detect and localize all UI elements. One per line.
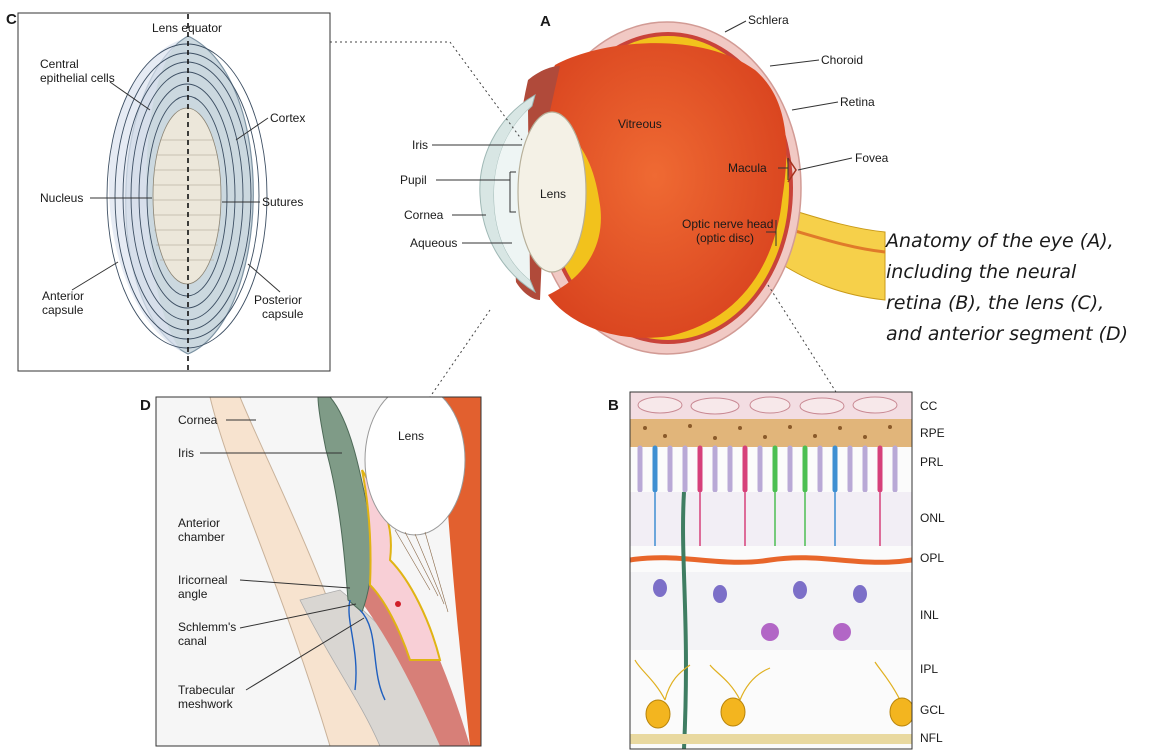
label-layer-rpe: RPE [920,426,945,440]
label-lens-a: Lens [540,187,566,201]
caption-line-2: including the neural [886,257,1154,288]
label-anterior-capsule-1: Anterior [42,289,84,303]
label-aqueous: Aqueous [410,236,457,250]
leader-schlera [725,21,746,32]
label-trabecular-meshwork-2: meshwork [178,697,234,711]
label-posterior-capsule-1: Posterior [254,293,302,307]
connector-d [430,310,490,397]
leader-fovea [798,158,852,170]
lens-c-nucleus [153,108,221,284]
label-choroid: Choroid [821,53,863,67]
label-optic-nerve-head-1: Optic nerve head [682,217,773,231]
caption-line-3: retina (B), the lens (C), [886,288,1154,319]
panel-b: B [608,392,945,749]
panel-c: C Lens equator Central epithelial cells … [6,11,330,371]
label-layer-nfl: NFL [920,731,943,745]
label-pupil: Pupil [400,173,427,187]
label-iris-d: Iris [178,446,194,460]
label-anterior-chamber-2: chamber [178,530,225,544]
label-sutures: Sutures [262,195,303,209]
label-schlemms-canal-1: Schlemm's [178,620,236,634]
label-layer-ipl: IPL [920,662,938,676]
connector-c [330,42,522,140]
caption-line-4: and anterior segment (D) [886,319,1154,350]
label-fovea: Fovea [855,151,889,165]
label-macula: Macula [728,161,767,175]
layer-rpe-band [630,419,912,447]
label-central-epithelial-1: Central [40,57,79,71]
label-cornea-d: Cornea [178,413,218,427]
connector-b [768,285,836,392]
label-layer-cc: CC [920,399,938,413]
label-layer-gcl: GCL [920,703,945,717]
label-retina: Retina [840,95,875,109]
lens-d [365,385,465,535]
leader-retina [792,102,838,110]
label-central-epithelial-2: epithelial cells [40,71,115,85]
label-iricorneal-angle-1: Iricorneal [178,573,227,587]
panel-b-letter: B [608,397,619,414]
label-layer-prl: PRL [920,455,944,469]
panel-d: D Cornea Lens Iris Anterior chamber Iric… [140,385,481,746]
panel-a-letter: A [540,13,551,30]
canal-dot [395,601,401,607]
label-lens-d: Lens [398,429,424,443]
label-layer-inl: INL [920,608,939,622]
label-layer-onl: ONL [920,511,945,525]
figure-caption: Anatomy of the eye (A), including the ne… [886,226,1154,350]
label-anterior-chamber-1: Anterior [178,516,220,530]
label-iris: Iris [412,138,428,152]
leader-choroid [770,60,819,66]
panel-d-letter: D [140,397,151,414]
caption-line-1: Anatomy of the eye (A), [886,226,1154,257]
label-schlera: Schlera [748,13,789,27]
panel-a: A Schlera Choroid Retina Vitreous Macula… [330,13,889,397]
label-cortex: Cortex [270,111,305,125]
panel-c-letter: C [6,11,17,28]
label-anterior-capsule-2: capsule [42,303,84,317]
label-nucleus: Nucleus [40,191,83,205]
label-schlemms-canal-2: canal [178,634,207,648]
label-posterior-capsule-2: capsule [262,307,304,321]
label-vitreous: Vitreous [618,117,662,131]
layer-onl-band [630,492,912,546]
label-trabecular-meshwork-1: Trabecular [178,683,235,697]
layer-nfl-band [630,734,912,744]
label-iricorneal-angle-2: angle [178,587,208,601]
label-optic-nerve-head-2: (optic disc) [696,231,754,245]
label-lens-equator: Lens equator [152,21,222,35]
label-layer-opl: OPL [920,551,944,565]
label-cornea-a: Cornea [404,208,444,222]
